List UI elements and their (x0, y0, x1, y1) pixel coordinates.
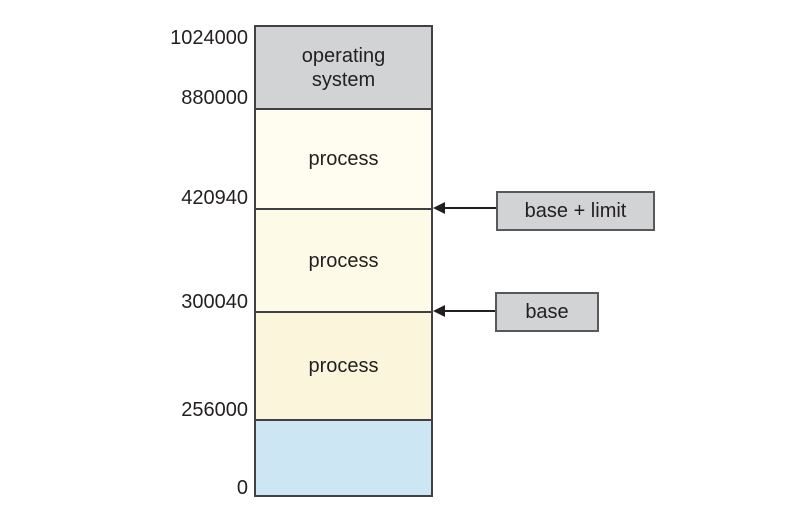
base-plus-limit-arrowhead-icon (433, 202, 445, 214)
base-box: base (495, 292, 599, 332)
base-plus-limit-box: base + limit (496, 191, 655, 231)
address-label-1024000: 1024000 (170, 27, 248, 49)
segment-operating-system: operating system (256, 27, 431, 108)
segment-process-3: process (256, 311, 431, 419)
segment-process-1: process (256, 108, 431, 208)
segment-process-2-label: process (308, 249, 379, 272)
segment-operating-system-label: operating system (301, 44, 386, 91)
address-label-420940: 420940 (181, 187, 248, 209)
address-label-256000: 256000 (181, 399, 248, 421)
address-label-880000: 880000 (181, 87, 248, 109)
memory-column: operating system process process process (254, 25, 433, 497)
base-plus-limit-arrow-line (441, 207, 496, 209)
segment-process-3-label: process (308, 355, 379, 377)
segment-process-1-label: process (308, 148, 379, 170)
address-label-0: 0 (236, 477, 248, 499)
base-arrow-line (441, 310, 495, 312)
segment-process-2: process (256, 208, 431, 311)
base-arrowhead-icon (433, 305, 445, 317)
address-label-300040: 300040 (181, 291, 248, 313)
segment-free-memory (256, 419, 431, 495)
